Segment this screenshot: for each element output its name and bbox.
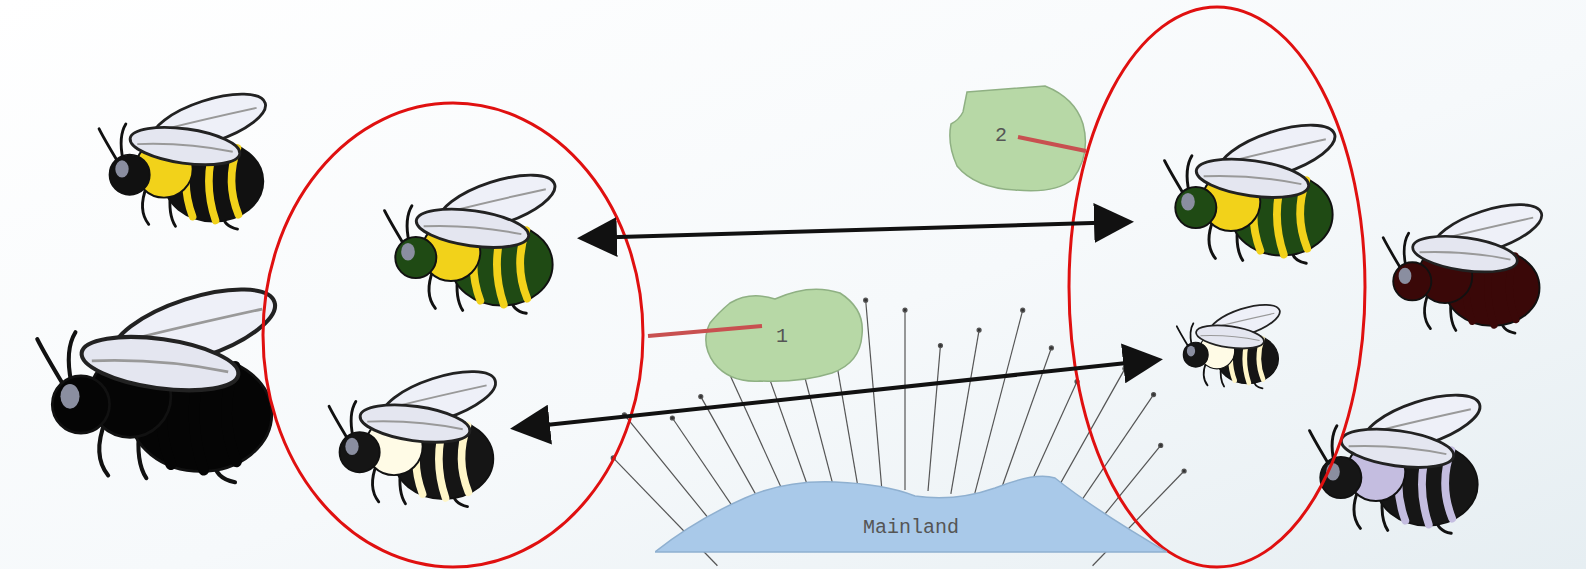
ray-tip (938, 344, 942, 348)
bee-maroon (1383, 194, 1547, 333)
group-ellipse (263, 103, 643, 567)
callout-number: 1 (776, 325, 788, 348)
bee-green (1165, 114, 1342, 264)
ray-tip (1182, 469, 1186, 473)
island-shape: 2 (945, 84, 1090, 196)
ray-tip (670, 416, 674, 420)
bee-green (385, 164, 562, 314)
ray-tip (1152, 393, 1156, 397)
island-outline (945, 84, 1090, 196)
group-ellipse (1069, 7, 1365, 567)
ray (973, 310, 1022, 499)
mainland-shape: Mainland (655, 470, 1167, 569)
double-arrow (585, 222, 1126, 238)
region-label: Mainland (863, 516, 959, 539)
bee-lavender (1310, 384, 1487, 534)
bee-white (1177, 298, 1284, 388)
dispersal-rays (611, 298, 1186, 566)
island-shape: 1 (700, 283, 868, 387)
ray-tip (1049, 346, 1053, 350)
ray (951, 330, 979, 494)
bee-yellow (99, 83, 272, 229)
ray-tip (1021, 308, 1025, 312)
ray (866, 300, 882, 491)
ray-tip (1159, 443, 1163, 447)
ray-tip (903, 308, 907, 312)
ray-tip (699, 395, 703, 399)
bee-white (329, 360, 502, 506)
ray-tip (864, 298, 868, 302)
ray-tip (1123, 367, 1127, 371)
ray (904, 310, 905, 490)
callout-number: 2 (995, 124, 1007, 147)
ray (928, 346, 940, 491)
bee-black (37, 274, 283, 483)
ray-tip (977, 328, 981, 332)
